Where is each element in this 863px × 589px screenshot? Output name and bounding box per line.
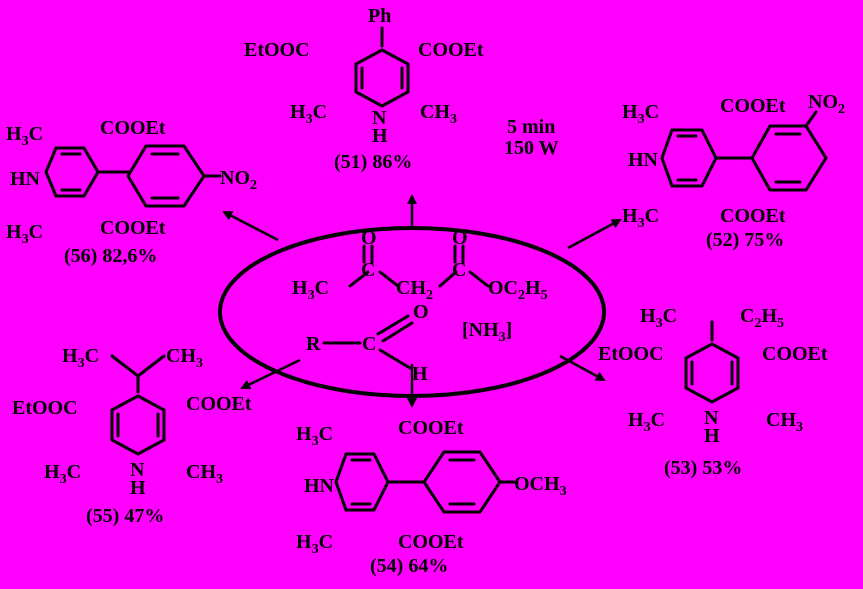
p54-bottom-methyl: H3C — [296, 531, 333, 557]
p52-caption: (52) 75% — [706, 229, 784, 251]
p55-right-ester: COOEt — [186, 393, 252, 415]
p56-top-ester: COOEt — [100, 117, 166, 139]
aldehyde-r: R — [306, 333, 321, 355]
p53-right-ester: COOEt — [762, 343, 828, 365]
ketone-oxygen: O — [361, 227, 377, 249]
ketoester-h3c: H3C — [292, 277, 329, 303]
product-52: H3C H3C HN COOEt COOEt NO2 (52) 75% — [622, 91, 845, 251]
p55-right-methyl-top: CH3 — [166, 345, 203, 371]
p54-methoxy: OCH3 — [514, 473, 567, 499]
arrow-to-55 — [240, 358, 301, 390]
product-51: Ph EtOOC COOEt H3C CH3 N H (51) 86% — [244, 5, 484, 173]
p53-ring-n: N — [704, 407, 719, 429]
ethoxy: OC2H5 — [488, 277, 548, 303]
ammonia: [NH3] — [462, 319, 512, 345]
p53-nh: H — [704, 425, 720, 447]
p51-left-ester: EtOOC — [244, 39, 310, 61]
p52-nitro: NO2 — [808, 91, 845, 117]
product-53: H3C C2H5 EtOOC COOEt H3C CH3 N H (53) 53… — [598, 305, 828, 479]
p53-methyl: H3C — [640, 305, 677, 331]
p55-caption: (55) 47% — [86, 505, 164, 527]
aldehyde-carbon: C — [362, 333, 376, 355]
p56-top-methyl: H3C — [6, 123, 43, 149]
p55-ring-n: N — [130, 459, 145, 481]
aldehyde-hydrogen: H — [412, 363, 428, 385]
p53-left-methyl: H3C — [628, 409, 665, 435]
p56-bottom-ester: COOEt — [100, 217, 166, 239]
p53-right-methyl: CH3 — [766, 409, 803, 435]
arrow-to-53 — [559, 354, 606, 382]
product-55: H3C CH3 EtOOC COOEt H3C CH3 N H (55) 47% — [12, 345, 252, 527]
product-56: H3C H3C HN COOEt COOEt NO2 (56) 82,6% — [6, 117, 257, 267]
ketone-carbon: C — [361, 259, 375, 281]
p53-ethyl: C2H5 — [740, 305, 784, 331]
arrow-to-56 — [222, 210, 279, 242]
p55-left-ester: EtOOC — [12, 397, 78, 419]
ester-oxygen: O — [452, 227, 468, 249]
p56-nitro: NO2 — [220, 167, 257, 193]
arrow-to-52 — [567, 218, 622, 250]
p55-nh: H — [130, 477, 146, 499]
p55-left-methyl-top: H3C — [62, 345, 99, 371]
p54-nh: HN — [304, 475, 335, 497]
p52-bottom-ester: COOEt — [720, 205, 786, 227]
p55-right-methyl: CH3 — [186, 461, 223, 487]
central-reagents: H3C C O CH2 C O OC2H5 R C O H [NH3] — [292, 227, 548, 385]
p51-right-ester: COOEt — [418, 39, 484, 61]
product-54: H3C H3C HN COOEt COOEt OCH3 (54) 64% — [296, 417, 567, 577]
p56-nh: HN — [10, 168, 41, 190]
p52-nh: HN — [628, 149, 659, 171]
p52-top-ester: COOEt — [720, 95, 786, 117]
p55-left-methyl: H3C — [44, 461, 81, 487]
p52-bottom-methyl: H3C — [622, 205, 659, 231]
p54-caption: (54) 64% — [370, 555, 448, 577]
p51-left-methyl: H3C — [290, 101, 327, 127]
p54-bottom-ester: COOEt — [398, 531, 464, 553]
p54-top-methyl: H3C — [296, 423, 333, 449]
p56-bottom-methyl: H3C — [6, 221, 43, 247]
reaction-arrows — [222, 194, 622, 408]
condition-time: 5 min — [507, 116, 555, 138]
p51-nh: H — [372, 125, 388, 147]
p53-left-ester: EtOOC — [598, 343, 664, 365]
p53-caption: (53) 53% — [664, 457, 742, 479]
p51-caption: (51) 86% — [334, 151, 412, 173]
condition-power: 150 W — [504, 137, 559, 159]
p56-caption: (56) 82,6% — [64, 245, 157, 267]
methylene: CH2 — [396, 277, 433, 303]
p54-top-ester: COOEt — [398, 417, 464, 439]
ester-carbon: C — [452, 259, 466, 281]
p51-phenyl: Ph — [368, 5, 391, 27]
p51-ring-n: N — [372, 107, 387, 129]
p52-top-methyl: H3C — [622, 101, 659, 127]
p51-right-methyl: CH3 — [420, 101, 457, 127]
aldehyde-oxygen: O — [413, 301, 429, 323]
